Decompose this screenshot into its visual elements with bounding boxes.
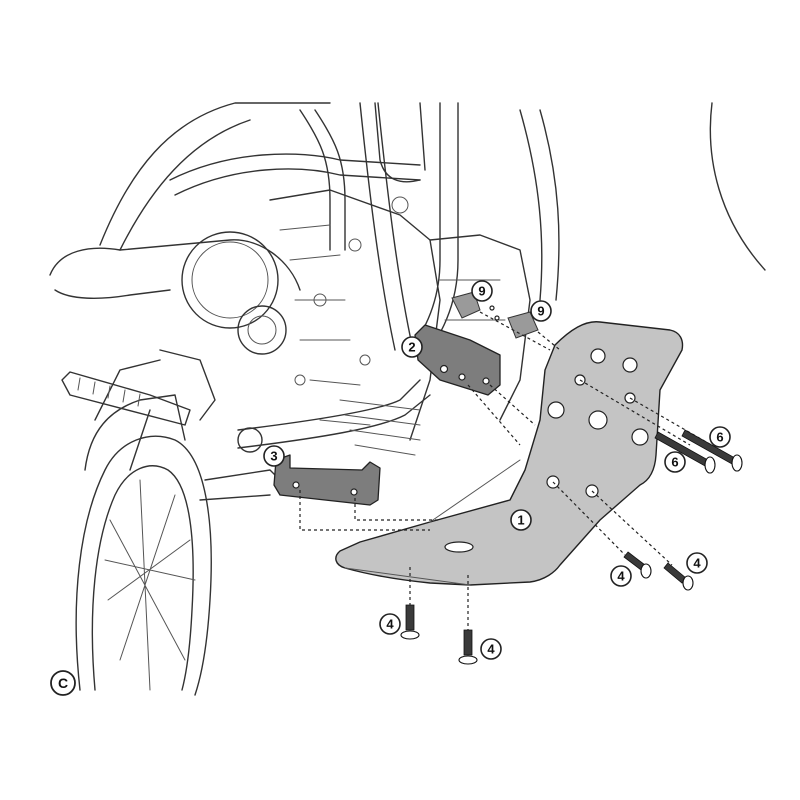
callout-4d-label: 4 bbox=[693, 556, 701, 571]
callout-4c-label: 4 bbox=[617, 569, 625, 584]
callout-4-bottom-center: 4 bbox=[480, 638, 502, 660]
skid-plate bbox=[335, 321, 684, 586]
view-marker: C bbox=[50, 670, 76, 696]
callout-4-right-lower: 4 bbox=[610, 565, 632, 587]
spacers bbox=[451, 291, 539, 339]
callout-4a-label: 4 bbox=[386, 617, 394, 632]
callout-2-label: 2 bbox=[408, 340, 415, 355]
callout-9a-label: 9 bbox=[478, 284, 485, 299]
rear-bracket bbox=[273, 454, 381, 506]
callout-6a-label: 6 bbox=[716, 430, 723, 445]
callout-2: 2 bbox=[401, 336, 423, 358]
callout-6b-label: 6 bbox=[671, 455, 678, 470]
callout-4b-label: 4 bbox=[487, 642, 495, 657]
callout-6-lower: 6 bbox=[664, 451, 686, 473]
callout-9-left: 9 bbox=[471, 280, 493, 302]
callout-9-right: 9 bbox=[530, 300, 552, 322]
bolts bbox=[400, 429, 743, 665]
callout-9b-label: 9 bbox=[537, 304, 544, 319]
assembly-lines bbox=[299, 311, 721, 630]
view-marker-label: C bbox=[58, 675, 68, 691]
front-bracket bbox=[414, 324, 501, 396]
callout-4-bottom-left: 4 bbox=[379, 613, 401, 635]
callout-3: 3 bbox=[263, 445, 285, 467]
callout-6-upper: 6 bbox=[709, 426, 731, 448]
callout-3-label: 3 bbox=[270, 449, 277, 464]
callout-4-right-upper: 4 bbox=[686, 552, 708, 574]
callout-1-label: 1 bbox=[517, 513, 524, 528]
callout-1: 1 bbox=[510, 509, 532, 531]
